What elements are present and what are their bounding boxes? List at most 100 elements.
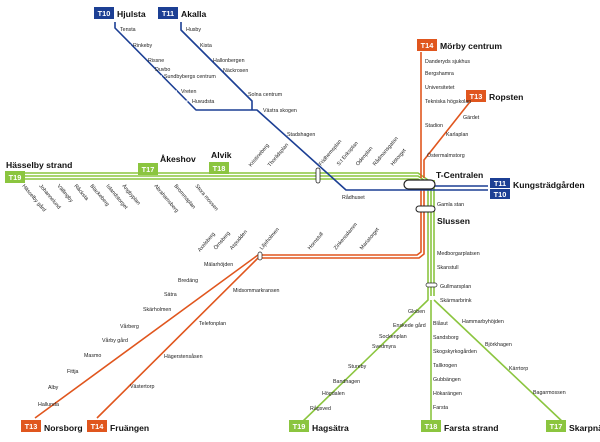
station-skogskyrkogarden[interactable]: Skogskyrkogården <box>433 348 477 355</box>
station-varby-gard[interactable]: Vårby gård <box>102 337 128 344</box>
station-sandsborg[interactable]: Sandsborg <box>433 335 459 341</box>
badge-t11-top[interactable]: T11 <box>158 7 178 19</box>
station-tensta[interactable]: Tensta <box>120 27 136 33</box>
station-hotorget[interactable]: Hötorget <box>390 147 408 167</box>
station-midsommarkransen[interactable]: Midsommarkransen <box>233 288 280 294</box>
station-husby[interactable]: Husby <box>186 27 201 33</box>
station-sockenplan[interactable]: Sockenplan <box>379 334 407 340</box>
terminal-alvik[interactable]: Alvik <box>211 150 232 160</box>
station-stadion[interactable]: Stadion <box>425 123 443 129</box>
station-bagarmossen[interactable]: Bagarmossen <box>533 390 566 396</box>
terminal-akalla[interactable]: Akalla <box>181 9 207 19</box>
station-enskede-gard[interactable]: Enskede gård <box>393 322 426 329</box>
terminal-skarpnack[interactable]: Skarpnäck <box>569 423 600 433</box>
station-danderyds-sjukhus[interactable]: Danderyds sjukhus <box>425 59 470 65</box>
station-karrtorp[interactable]: Kärrtorp <box>509 366 528 372</box>
station-farsta[interactable]: Farsta <box>433 405 448 411</box>
badge-t18-bottom[interactable]: T18 <box>421 420 441 432</box>
badge-t13-top[interactable]: T13 <box>466 90 486 102</box>
station-alby[interactable]: Alby <box>48 385 59 391</box>
station-gamla-stan[interactable]: Gamla stan <box>437 202 464 208</box>
station-axelsberg[interactable]: Axelsberg <box>197 231 217 253</box>
station-sundbybergs-centrum[interactable]: Sundbybergs centrum <box>164 74 216 80</box>
station-bergshamra[interactable]: Bergshamra <box>425 71 454 77</box>
station-bandhagen[interactable]: Bandhagen <box>333 379 360 385</box>
station-radhuset[interactable]: Rådhuset <box>342 194 365 201</box>
badge-t18-left[interactable]: T18 <box>209 162 229 174</box>
station-hallunda[interactable]: Hallunda <box>38 402 59 408</box>
station-skarmarbrink[interactable]: Skärmarbrink <box>440 298 472 304</box>
station-ostermalmstorg[interactable]: Östermalmstorg <box>427 152 465 159</box>
badge-t10-right[interactable]: T10 <box>490 189 510 199</box>
station-vreten[interactable]: Vreten <box>181 89 196 95</box>
station-vallingby[interactable]: Vällingby <box>55 183 74 204</box>
station-varberg[interactable]: Vårberg <box>120 323 139 330</box>
badge-t19-bottom[interactable]: T19 <box>289 420 309 432</box>
station-duvbo[interactable]: Duvbo <box>155 67 170 73</box>
station-nackrosen[interactable]: Näckrosen <box>223 68 248 74</box>
station-aspudden[interactable]: Aspudden <box>229 229 249 251</box>
badge-t14-bottom[interactable]: T14 <box>87 420 107 432</box>
terminal-hagsatra[interactable]: Hagsätra <box>312 423 349 433</box>
terminal-fruangen[interactable]: Fruängen <box>110 423 149 433</box>
station-rinkeby[interactable]: Rinkeby <box>133 43 152 49</box>
station-stureby[interactable]: Stureby <box>348 364 367 370</box>
terminal-morby-centrum[interactable]: Mörby centrum <box>440 41 502 51</box>
station-svedmyra[interactable]: Svedmyra <box>372 344 396 350</box>
badge-t19-left[interactable]: T19 <box>5 171 25 183</box>
station-liljeholmen[interactable]: Liljeholmen <box>259 227 281 251</box>
station-tekniska-hogskolan[interactable]: Tekniska högskolan <box>425 99 471 105</box>
station-hornstull[interactable]: Hornstull <box>307 231 325 251</box>
terminal-norsborg[interactable]: Norsborg <box>44 423 83 433</box>
terminal-ropsten[interactable]: Ropsten <box>489 92 523 102</box>
station-skanstull[interactable]: Skanstull <box>437 265 459 271</box>
station-thorildsplan[interactable]: Thorildsplan <box>267 142 290 168</box>
badge-t13-bottom[interactable]: T13 <box>21 420 41 432</box>
terminal-kungstradgarden[interactable]: Kungsträdgården <box>513 180 585 190</box>
badge-t17-bottom[interactable]: T17 <box>546 420 566 432</box>
station-masmo[interactable]: Masmo <box>84 353 101 359</box>
station-skarholmen[interactable]: Skärholmen <box>143 307 171 313</box>
station-vastra-skogen[interactable]: Västra skogen <box>263 108 297 114</box>
station-kista[interactable]: Kista <box>200 43 212 49</box>
station-hokarangen[interactable]: Hökarängen <box>433 391 462 397</box>
station-hogdalen[interactable]: Högdalen <box>322 391 345 397</box>
station-malarhojden[interactable]: Mälarhöjden <box>204 262 233 268</box>
station-gubbangen[interactable]: Gubbängen <box>433 377 461 383</box>
station-universitetet[interactable]: Universitetet <box>425 85 455 91</box>
station-telefonplan[interactable]: Telefonplan <box>199 321 226 327</box>
station-globen[interactable]: Globen <box>408 309 425 315</box>
terminal-slussen[interactable]: Slussen <box>437 216 470 226</box>
station-bredang[interactable]: Bredäng <box>178 278 198 284</box>
terminal-hjulsta[interactable]: Hjulsta <box>117 9 146 19</box>
terminal-t-centralen[interactable]: T-Centralen <box>436 170 483 180</box>
station-stadshagen[interactable]: Stadshagen <box>287 132 315 138</box>
station-zinkensdamm[interactable]: Zinkensdamm <box>333 221 359 251</box>
station-blasut[interactable]: Blåsut <box>433 320 448 327</box>
station-tallkrogen[interactable]: Tallkrogen <box>433 363 457 369</box>
terminal-farsta-strand[interactable]: Farsta strand <box>444 423 498 433</box>
station-solna-centrum[interactable]: Solna centrum <box>248 92 283 98</box>
station-vastertorp[interactable]: Västertorp <box>130 384 154 390</box>
station-karlaplan[interactable]: Karlaplan <box>446 132 468 138</box>
station-rissne[interactable]: Rissne <box>148 58 164 64</box>
terminal-akeshov[interactable]: Åkeshov <box>160 154 196 164</box>
station-hagerstensasen[interactable]: Hägerstensåsen <box>164 353 203 360</box>
badge-t14-top[interactable]: T14 <box>417 39 437 51</box>
station-fittja[interactable]: Fittja <box>67 369 79 375</box>
station-satra[interactable]: Sätra <box>164 292 177 298</box>
badge-t11-right[interactable]: T11 <box>490 178 510 188</box>
station-racksta[interactable]: Råcksta <box>72 183 90 202</box>
station-hammarbyhojden[interactable]: Hammarbyhöjden <box>462 319 504 325</box>
fridhemsplan-interchange[interactable] <box>315 167 321 184</box>
station-gardet[interactable]: Gärdet <box>463 115 480 121</box>
station-mariatorget[interactable]: Mariatorget <box>359 227 381 252</box>
terminal-hasselby-strand[interactable]: Hässelby strand <box>6 160 72 170</box>
station-huvudsta[interactable]: Huvudsta <box>192 99 214 105</box>
slussen-interchange[interactable] <box>415 205 436 213</box>
gullmarsplan-node[interactable] <box>425 282 438 288</box>
badge-t17-left[interactable]: T17 <box>138 163 158 175</box>
station-gullmarsplan[interactable]: Gullmarsplan <box>440 284 471 290</box>
station-medborgarplatsen[interactable]: Medborgarplatsen <box>437 251 480 257</box>
station-hallonbergen[interactable]: Hallonbergen <box>213 58 245 64</box>
